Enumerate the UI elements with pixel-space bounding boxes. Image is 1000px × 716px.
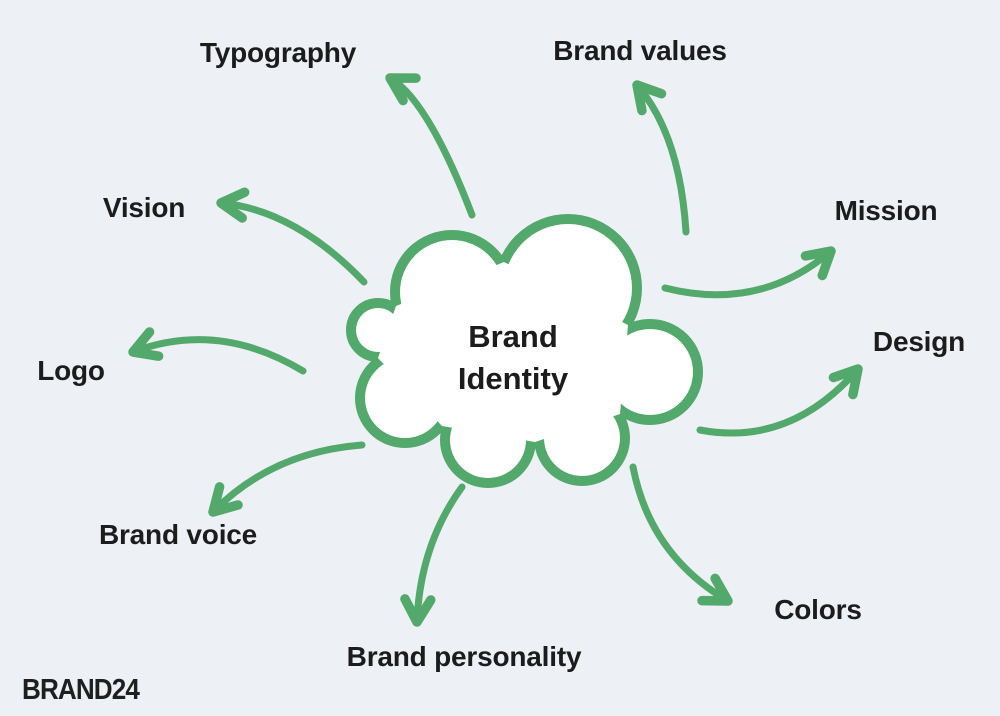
node-label-vision: Vision: [102, 192, 186, 223]
arrow-logo: [128, 327, 307, 375]
arrow-brand-personality: [400, 483, 466, 627]
arrow-design: [696, 364, 863, 437]
node-label-mission: Mission: [834, 195, 938, 226]
node-label-brand-voice: Brand voice: [98, 519, 258, 550]
node-label-logo: Logo: [37, 355, 105, 386]
brand24-logo: BRAND24: [22, 674, 140, 706]
arrow-vision: [216, 187, 368, 286]
arrow-brand-values: [632, 80, 690, 236]
node-label-brand-personality: Brand personality: [346, 641, 582, 672]
center-topic-line2: Identity: [457, 361, 569, 396]
arrow-typography: [385, 73, 476, 219]
center-topic-line1: Brand: [468, 319, 558, 354]
center-topic: Brand Identity: [458, 316, 568, 400]
node-label-design: Design: [872, 326, 966, 357]
arrow-colors: [629, 463, 733, 606]
node-label-brand-values: Brand values: [553, 35, 727, 66]
arrow-mission: [661, 246, 836, 299]
arrow-brand-voice: [208, 441, 366, 517]
cloud-shape: [346, 214, 703, 488]
node-label-colors: Colors: [774, 594, 862, 625]
arrows-layer: [128, 73, 863, 627]
node-label-typography: Typography: [199, 37, 357, 68]
